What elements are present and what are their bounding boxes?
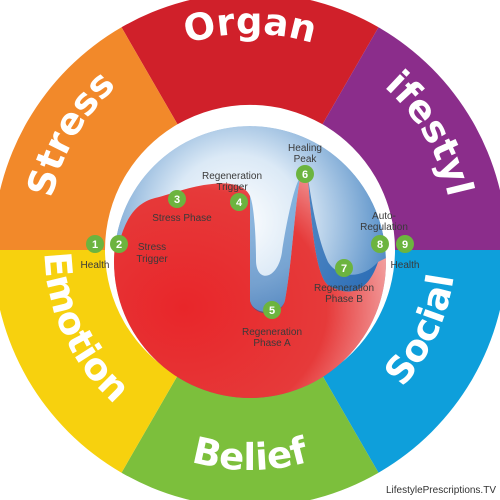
step-2-marker xyxy=(110,235,128,253)
step-6-marker xyxy=(296,165,314,183)
segment-organ xyxy=(121,0,379,125)
step-5-marker xyxy=(263,301,281,319)
step-6-label-line1: Healing xyxy=(288,143,322,154)
credit-text: LifestylePrescriptions.TV xyxy=(386,485,496,496)
step-9-number: 9 xyxy=(402,239,408,251)
step-2-number: 2 xyxy=(116,239,122,251)
step-1-label: Health xyxy=(81,260,110,271)
step-8-label-line1: Auto- xyxy=(372,211,396,222)
step-8-label-line2: Regulation xyxy=(360,222,408,233)
step-3-number: 3 xyxy=(174,194,180,206)
step-5-label-line1: Regeneration xyxy=(242,327,302,338)
stress-phase-area xyxy=(114,170,386,398)
step-2-label-line1: Stress xyxy=(138,242,166,253)
step-7-marker xyxy=(335,259,353,277)
step-1-marker xyxy=(86,235,104,253)
segment-social xyxy=(322,250,500,473)
segment-lifestyle xyxy=(322,27,500,250)
regeneration-phase-b-trough xyxy=(308,178,378,292)
step-9-marker xyxy=(396,235,414,253)
regeneration-trough xyxy=(250,178,300,314)
segment-belief xyxy=(121,375,379,500)
step-2-label-line2: Trigger xyxy=(136,254,168,265)
step-7-number: 7 xyxy=(341,263,347,275)
segment-belief-label: Belief xyxy=(189,428,313,479)
step-5-number: 5 xyxy=(269,305,275,317)
step-4-number: 4 xyxy=(236,197,243,209)
segment-emotion xyxy=(0,250,178,473)
step-7-label-line1: Regeneration xyxy=(314,283,374,294)
step-6-number: 6 xyxy=(302,169,308,181)
step-6-label-line2: Peak xyxy=(294,154,318,165)
step-9-label: Health xyxy=(391,260,420,271)
step-7-label-line2: Phase B xyxy=(325,294,363,305)
step-labels: Health Stress Trigger Stress Phase Regen… xyxy=(81,143,420,349)
step-1-number: 1 xyxy=(92,239,98,251)
step-5-label-line2: Phase A xyxy=(253,338,291,349)
segment-stress xyxy=(0,27,178,250)
step-4-marker xyxy=(230,193,248,211)
step-4-label-line2: Trigger xyxy=(216,182,248,193)
step-4-label-line1: Regeneration xyxy=(202,171,262,182)
step-3-label: Stress Phase xyxy=(152,213,212,224)
step-8-number: 8 xyxy=(377,239,383,251)
step-3-marker xyxy=(168,190,186,208)
step-8-marker xyxy=(371,235,389,253)
step-markers: 1 2 3 4 5 6 7 8 9 xyxy=(86,165,414,319)
